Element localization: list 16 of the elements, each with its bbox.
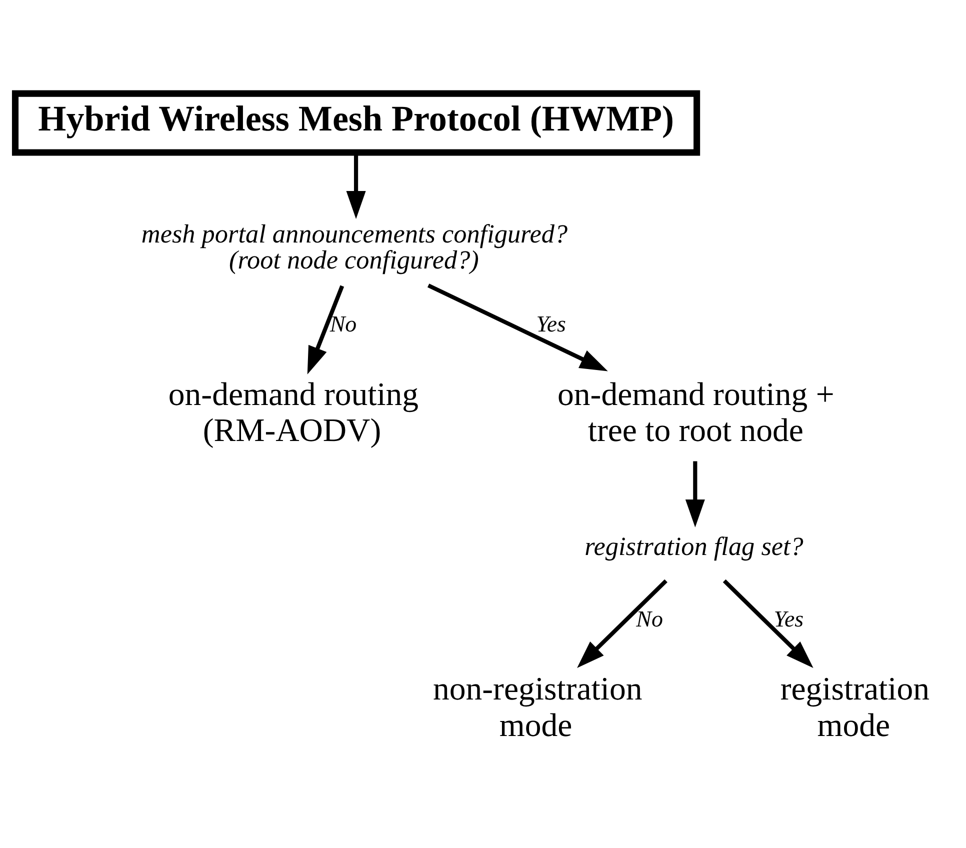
arrow — [307, 284, 344, 374]
edge-label: No — [330, 310, 357, 336]
edge-label: No — [636, 606, 663, 631]
node-text: on-demand routing + tree to root node — [558, 376, 834, 448]
node-text: mesh portal announcements configured? (root node configured?) — [141, 218, 568, 274]
node-text: registration flag set? — [584, 532, 804, 561]
arrow — [722, 578, 814, 668]
arrow — [685, 460, 705, 527]
node-box: Hybrid Wireless Mesh Protocol (HWMP) — [12, 90, 700, 156]
node-text: on-demand routing (RM-AODV) — [168, 376, 419, 448]
arrow — [427, 283, 608, 371]
edge-label: Yes — [774, 606, 804, 631]
node-text: registration mode — [780, 671, 930, 744]
arrow — [577, 578, 668, 668]
edge-label: Yes — [536, 310, 566, 336]
node-text: non-registration mode — [433, 671, 642, 744]
